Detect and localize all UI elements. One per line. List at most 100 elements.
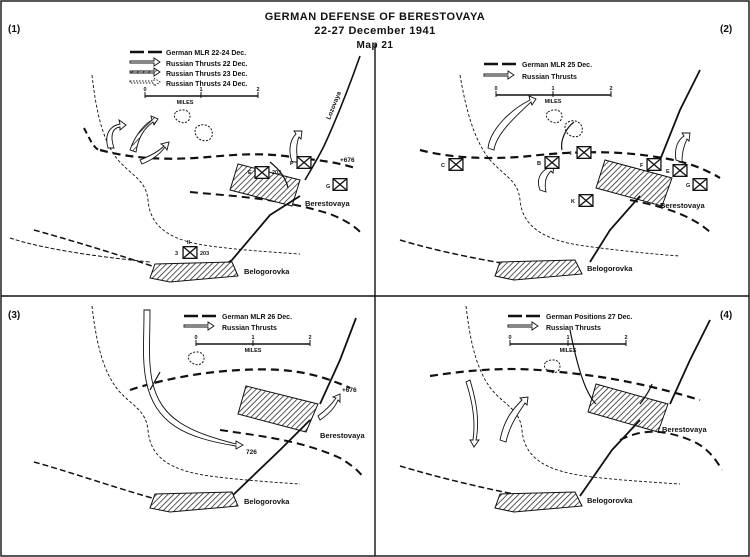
unit-number: 203 [272,170,281,176]
map-title: GERMAN DEFENSE OF BERESTOVAYA [265,11,486,23]
scale-tick: 1 [551,86,554,92]
unit-letter: B [537,161,541,167]
legend-label: Russian Thrusts 24 Dec. [166,81,247,88]
town-label: Berestovaya [305,199,350,208]
stream-line [91,305,301,485]
panel-number: (2) [720,24,732,35]
russian-thrust-arrow [639,383,653,405]
unit-letter: 3 [175,251,178,257]
town-block [237,385,319,433]
town-block [494,491,583,513]
hill-label: +676 [342,387,357,394]
town-block [149,491,239,513]
german-mlr-line [629,199,711,233]
scale-tick: 0 [194,335,197,341]
legend-label: Russian Thrusts [522,74,577,81]
scale-tick: 2 [609,86,612,92]
town-label: Berestovaya [660,201,705,210]
legend-label: Russian Thrusts 23 Dec. [166,71,247,78]
river [304,55,361,181]
german-mlr-line [429,367,701,402]
scale-unit: MILES [245,348,262,354]
town-block [494,259,583,281]
road [219,195,301,269]
russian-thrust-arrow [561,121,575,151]
hill-label: +676 [340,157,355,164]
russian-thrust-arrow [569,329,597,405]
map-legend: German MLR 26 Dec. Russian Thrusts [183,314,292,332]
russian-thrust-arrow [317,393,341,421]
german-mlr-line [189,191,363,235]
railroad-line [9,237,151,263]
stream-line [459,74,681,257]
railroad-line [33,461,153,499]
road [579,419,641,497]
map-legend: German MLR 25 Dec. Russian Thrusts [483,62,592,81]
unit-letter: E [666,169,670,175]
unit-symbol [544,156,560,169]
railroad-line [399,465,536,499]
russian-thrust-arrow [143,309,244,450]
legend-arrow-symbol [129,77,161,87]
road [659,69,701,161]
russian-thrust-arrow [289,130,303,163]
unit-letter: F [290,161,294,167]
town-label: Berestovaya [662,425,707,434]
russian-thrust-arrow [149,371,161,391]
russian-thrust-arrow [487,95,537,151]
scale-unit: MILES [177,100,194,106]
scale-tick: 1 [566,335,569,341]
map-dates: 22-27 December 1941 [314,25,435,37]
russian-thrust-arrow [269,161,289,189]
unit-letter: G [326,184,330,190]
german-mlr-line [99,148,356,170]
unit-letter: F [640,163,644,169]
pond [543,359,561,374]
panel-number: (3) [8,310,20,321]
unit-symbol [672,164,688,177]
town-label: Belogorovka [244,267,290,276]
scale-unit: MILES [545,99,562,105]
stream-line [465,305,681,485]
unit-symbol [182,246,198,259]
pond [173,109,191,124]
scale-tick: 1 [199,87,202,93]
scale-tick: 2 [624,335,627,341]
river-label: Lozovaya [325,90,343,120]
scale-tick: 1 [251,335,254,341]
unit-letter: G [686,183,690,189]
unit-letter: K [571,199,575,205]
town-label: Belogorovka [587,496,633,505]
unit-letter: I [570,151,572,157]
unit-symbol [692,178,708,191]
road [319,317,357,405]
scale-tick: 0 [508,335,511,341]
town-block [149,261,239,283]
scale-tick: 2 [256,87,259,93]
scale-unit: MILES [560,348,577,354]
german-mlr-line [219,429,365,479]
railroad-line [33,229,153,267]
legend-label: German Positions 27 Dec. [546,314,632,321]
panel-2: (2) German MLR 25 Dec. Russian Thrusts 0… [399,24,732,281]
scale-tick: 0 [494,86,497,92]
unit-number: II [187,240,191,246]
road [669,319,711,405]
unit-symbol [576,146,592,159]
german-mlr-line [619,430,723,471]
unit-letter: E [248,170,252,176]
russian-thrust-arrow [106,118,127,149]
unit-symbol [254,166,270,179]
town-label: Berestovaya [320,431,365,440]
panel-3: (3) German MLR 26 Dec. Russian Thrusts 0… [8,305,365,513]
map-legend: German Positions 27 Dec. Russian Thrusts [507,314,632,332]
town-block [587,383,669,433]
panel-number: (1) [8,24,20,35]
road [231,419,311,497]
stream-line [91,74,301,255]
unit-number: 203 [200,251,209,257]
town-block [595,159,673,207]
russian-thrust-arrow [465,379,480,448]
map-scale: 0 1 2 MILES [143,87,259,106]
